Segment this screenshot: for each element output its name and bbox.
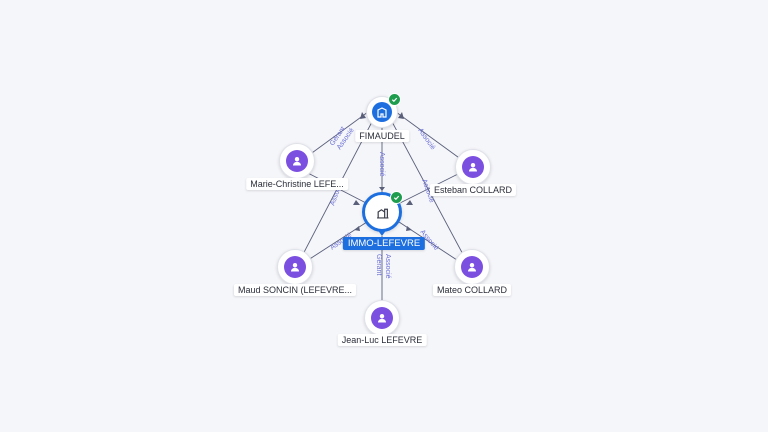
node-label-mateo-collard[interactable]: Mateo COLLARD — [432, 284, 512, 296]
node-maud-soncin[interactable] — [277, 249, 313, 285]
person-icon — [284, 256, 306, 278]
arrow-head — [379, 187, 385, 191]
building-icon — [372, 102, 392, 122]
edge-label-associe: Associé — [384, 254, 391, 279]
edge-marie-fimaudel — [304, 111, 369, 159]
edge-fimaudel-esteban — [395, 111, 463, 161]
arrow-head — [360, 112, 366, 119]
arrow-head — [406, 226, 412, 231]
node-jean-luc-lefevre[interactable] — [364, 300, 400, 336]
node-label-jean-luc-lefevre[interactable]: Jean-Luc LEFEVRE — [337, 334, 427, 346]
arrow-head — [353, 200, 360, 205]
pin-pointer — [377, 229, 387, 236]
node-fimaudel[interactable] — [366, 93, 401, 128]
node-esteban-collard[interactable] — [455, 149, 491, 185]
building-icon — [370, 200, 394, 224]
node-immo-lefevre[interactable] — [362, 191, 403, 232]
node-marie-christine[interactable] — [279, 143, 315, 179]
edge-label-associe: Associé — [378, 152, 385, 177]
arrow-head — [406, 200, 413, 205]
verified-check-icon — [388, 93, 401, 106]
node-label-immo-lefevre[interactable]: IMMO-LEFEVRE — [342, 237, 426, 250]
verified-check-icon — [390, 191, 403, 204]
node-label-marie-christine[interactable]: Marie-Christine LEFE... — [246, 178, 348, 190]
node-label-esteban-collard[interactable]: Esteban COLLARD — [429, 184, 517, 196]
person-icon — [461, 256, 483, 278]
node-label-maud-soncin[interactable]: Maud SONCIN (LEFEVRE... — [233, 284, 357, 296]
arrow-head — [354, 226, 360, 231]
arrow-head — [398, 112, 404, 119]
person-icon — [462, 156, 484, 178]
edge-mateo-center — [395, 219, 461, 263]
node-label-fimaudel[interactable]: FIMAUDEL — [355, 130, 409, 142]
node-mateo-collard[interactable] — [454, 249, 490, 285]
person-icon — [371, 307, 393, 329]
edge-label-gerant: Gérant — [375, 254, 382, 275]
person-icon — [286, 150, 308, 172]
